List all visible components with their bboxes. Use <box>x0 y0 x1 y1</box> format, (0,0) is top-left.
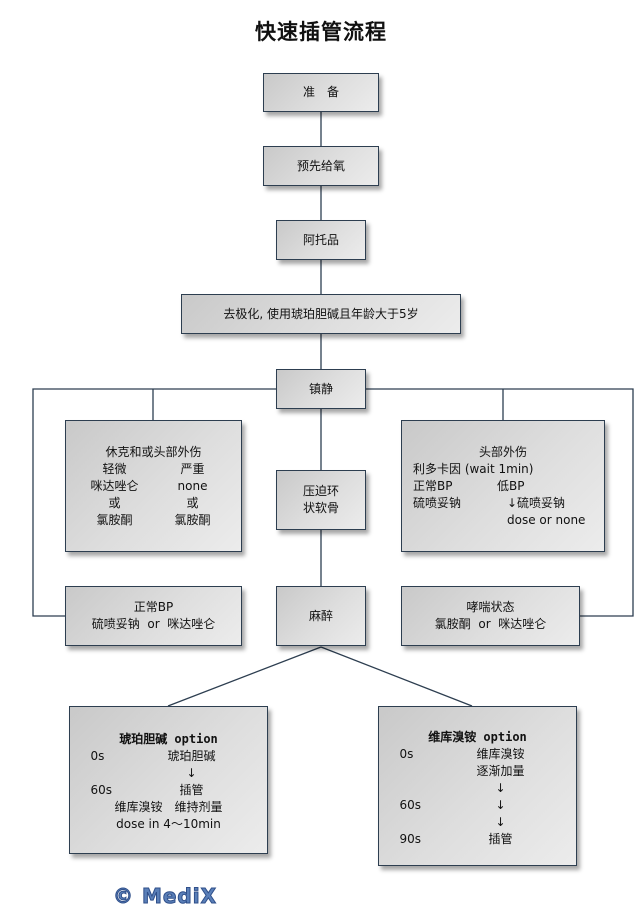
shock-cell: 咪达唑仑 <box>90 478 139 493</box>
vec-step: 逐渐加量 <box>476 764 525 778</box>
page-title: 快速插管流程 <box>255 20 387 44</box>
node-shock-head-injury: 休克和或头部外伤 轻微 严重 咪达唑仑 none 或 或 氯胺酮 氯胺酮 <box>65 420 242 552</box>
vec-step: 维库溴铵 <box>476 747 525 761</box>
asthma-line-2: 氯胺酮 or 咪达唑仑 <box>434 617 547 631</box>
shock-col-severe: 严重 <box>180 461 205 476</box>
shock-heading: 休克和或头部外伤 <box>105 444 202 459</box>
head-cell: ↓硫喷妥钠 <box>507 495 566 510</box>
normal-bp-line-1: 正常BP <box>133 600 174 614</box>
shock-col-mild: 轻微 <box>102 461 127 476</box>
node-sedation-label: 镇静 <box>308 381 333 396</box>
connector-right-branch <box>366 388 634 617</box>
down-arrow-icon: ↓ <box>495 781 506 795</box>
connector-anesthesia-succ <box>167 646 322 707</box>
succ-dose-window: dose in 4～10min <box>116 817 221 831</box>
node-atropine: 阿托品 <box>276 220 366 260</box>
shock-cell: 或 <box>186 495 199 510</box>
node-anesthesia: 麻醉 <box>276 586 366 646</box>
head-cell <box>413 512 493 529</box>
vec-time <box>400 780 440 797</box>
node-succinylcholine-option: 琥珀胆碱 option 0s 琥珀胆碱 ↓ 60s 插管 维库溴铵 维持剂量 d… <box>69 706 268 854</box>
head-grid: 正常BP 低BP 硫喷妥钠 ↓硫喷妥钠 dose or none <box>413 478 593 529</box>
asthma-line-1: 哮喘状态 <box>466 600 515 614</box>
connector-anesthesia-vec <box>320 646 473 707</box>
succ-step: 插管 <box>179 783 204 797</box>
succ-title: 琥珀胆碱 option <box>119 732 218 746</box>
vec-time: 90s <box>399 832 422 846</box>
node-anesthesia-label: 麻醉 <box>308 608 333 623</box>
head-lidocaine: 利多卡因 (wait 1min) <box>413 461 534 476</box>
vec-time <box>400 814 440 831</box>
succ-step: 琥珀胆碱 <box>167 749 216 763</box>
node-atropine-label: 阿托品 <box>302 232 339 247</box>
head-cell: dose or none <box>507 512 586 527</box>
node-vecuronium-option: 维库溴铵 option 0s 维库溴铵 逐渐加量 ↓ 60s ↓ ↓ 90s 插… <box>378 706 577 866</box>
cricoid-line-1: 压迫环 <box>302 484 339 498</box>
shock-cell: 氯胺酮 <box>96 512 133 527</box>
down-arrow-icon: ↓ <box>495 798 506 812</box>
vec-title: 维库溴铵 option <box>428 730 527 744</box>
node-asthma: 哮喘状态 氯胺酮 or 咪达唑仑 <box>401 586 580 646</box>
normal-bp-line-2: 硫喷妥钠 or 咪达唑仑 <box>91 617 216 631</box>
head-col-normal: 正常BP <box>413 478 453 493</box>
succ-maintenance: 维库溴铵 维持剂量 <box>114 800 223 814</box>
connector-left-branch <box>32 388 276 617</box>
node-prep: 准 备 <box>263 73 379 112</box>
shock-cell: 或 <box>108 495 121 510</box>
vec-time: 60s <box>399 798 422 812</box>
shock-cell: none <box>177 478 208 493</box>
node-sedation: 镇静 <box>276 369 366 409</box>
down-arrow-icon: ↓ <box>495 815 506 829</box>
node-depolarization: 去极化, 使用琥珀胆碱且年龄大于5岁 <box>181 294 461 334</box>
shock-cell: 氯胺酮 <box>174 512 211 527</box>
node-depolarization-label: 去极化, 使用琥珀胆碱且年龄大于5岁 <box>223 306 419 321</box>
vec-grid: 0s 维库溴铵 逐渐加量 ↓ 60s ↓ ↓ 90s 插管 <box>400 746 556 848</box>
watermark-logo: © MediX <box>112 884 218 908</box>
succ-time: 0s <box>90 749 105 763</box>
vec-step: 插管 <box>488 832 513 846</box>
vec-time <box>400 763 440 780</box>
node-normal-bp: 正常BP 硫喷妥钠 or 咪达唑仑 <box>65 586 242 646</box>
succ-grid: 0s 琥珀胆碱 ↓ 60s 插管 <box>91 748 247 799</box>
node-prep-label: 准 备 <box>302 85 339 99</box>
head-heading: 头部外伤 <box>478 444 527 459</box>
node-cricoid-pressure: 压迫环 状软骨 <box>276 470 366 530</box>
head-col-low: 低BP <box>497 478 525 493</box>
cricoid-line-2: 状软骨 <box>302 501 339 515</box>
vec-time: 0s <box>399 747 414 761</box>
node-preoxygenation-label: 预先给氧 <box>296 158 345 173</box>
node-head-injury: 头部外伤 利多卡因 (wait 1min) 正常BP 低BP 硫喷妥钠 ↓硫喷妥… <box>401 420 605 552</box>
shock-grid: 轻微 严重 咪达唑仑 none 或 或 氯胺酮 氯胺酮 <box>80 461 228 529</box>
succ-time: 60s <box>90 783 113 797</box>
down-arrow-icon: ↓ <box>186 766 197 780</box>
node-preoxygenation: 预先给氧 <box>263 146 379 186</box>
succ-time <box>91 765 131 782</box>
head-cell: 硫喷妥钠 <box>413 495 462 510</box>
